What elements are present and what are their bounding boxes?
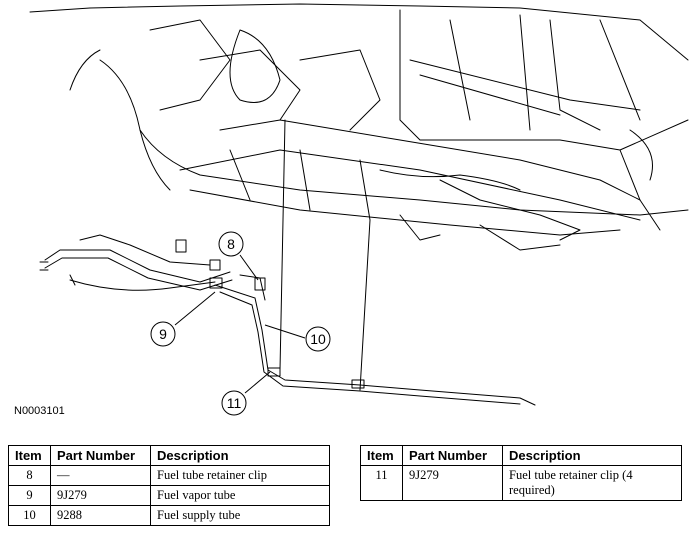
vehicle-underbody-drawing: 8 9 10 11 — [29, 3, 689, 416]
callout-10-circle — [305, 326, 331, 352]
header-item: Item — [8, 445, 51, 466]
cell-description: Fuel tube retainer clip (4 required) — [502, 465, 682, 501]
callout-9-label: 9 — [159, 326, 167, 342]
table-row: 11 9J279 Fuel tube retainer clip (4 requ… — [360, 465, 682, 501]
header-part-number: Part Number — [402, 445, 503, 466]
parts-table-left: Item Part Number Description 8 — Fuel tu… — [8, 445, 330, 526]
header-description: Description — [150, 445, 330, 466]
exploded-illustration: 8 9 10 11 — [29, 3, 689, 416]
cell-part-number: 9288 — [50, 505, 151, 526]
header-description: Description — [502, 445, 682, 466]
cell-item: 10 — [8, 505, 51, 526]
cell-item: 8 — [8, 465, 51, 486]
callout-11-circle — [221, 390, 247, 416]
table-row: 10 9288 Fuel supply tube — [8, 505, 330, 526]
table-row: 9 9J279 Fuel vapor tube — [8, 485, 330, 506]
header-part-number: Part Number — [50, 445, 151, 466]
header-item: Item — [360, 445, 403, 466]
cell-item: 9 — [8, 485, 51, 506]
table-header-row: Item Part Number Description — [360, 445, 682, 466]
wheel-arch-front — [99, 59, 171, 191]
callout-11-label: 11 — [227, 395, 242, 411]
cell-part-number: 9J279 — [50, 485, 151, 506]
table-row: 8 — Fuel tube retainer clip — [8, 465, 330, 486]
table-header-row: Item Part Number Description — [8, 445, 330, 466]
callout-8-label: 8 — [227, 236, 235, 252]
cell-description: Fuel supply tube — [150, 505, 330, 526]
cell-description: Fuel tube retainer clip — [150, 465, 330, 486]
cell-description: Fuel vapor tube — [150, 485, 330, 506]
parts-table-right: Item Part Number Description 11 9J279 Fu… — [360, 445, 682, 501]
body-top-edge — [29, 3, 689, 61]
cell-part-number: 9J279 — [402, 465, 503, 501]
cell-part-number: — — [50, 465, 151, 486]
cell-item: 11 — [360, 465, 403, 501]
callout-8-circle — [218, 231, 244, 257]
callout-9-circle — [150, 321, 176, 347]
callout-10-label: 10 — [310, 331, 326, 347]
figure-id-label: N0003101 — [14, 405, 65, 417]
